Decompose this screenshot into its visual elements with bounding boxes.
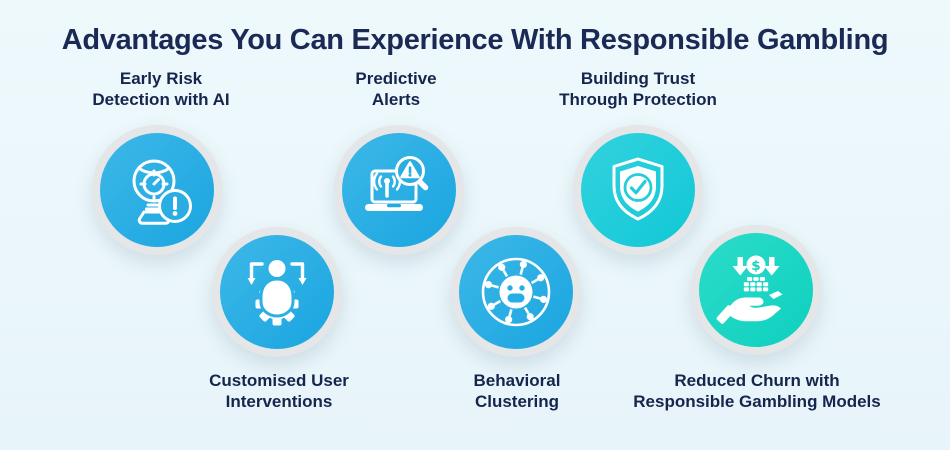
circle-customised-interventions: [220, 235, 334, 349]
circle-early-risk: [100, 133, 214, 247]
label-line: Behavioral: [473, 371, 561, 390]
ai-camera-alert-icon: [132, 159, 192, 225]
circle-building-trust: [581, 133, 695, 247]
label-line: Through Protection: [559, 90, 717, 109]
circle-behavioral-clustering: [459, 235, 573, 349]
label-predictive-alerts: Predictive Alerts: [355, 68, 436, 110]
circle-predictive-alerts: [342, 133, 456, 247]
label-line: Reduced Churn with: [674, 371, 840, 390]
label-line: Predictive: [355, 69, 437, 88]
hand-coins-down-arrows-icon: $: [716, 255, 783, 324]
user-gear-arrows-icon: [247, 260, 307, 326]
laptop-warning-scan-icon: [365, 156, 429, 211]
svg-text:$: $: [751, 258, 760, 274]
label-line: Detection with AI: [92, 90, 230, 109]
medallion-early-risk-detection: [92, 125, 222, 255]
circle-reduced-churn: $: [699, 233, 813, 347]
medallion-behavioral-clustering: [451, 227, 581, 357]
label-line: Responsible Gambling Models: [633, 392, 881, 411]
label-customised-interventions: Customised User Interventions: [209, 370, 349, 412]
medallion-predictive-alerts: [334, 125, 464, 255]
label-line: Building Trust: [580, 69, 696, 88]
label-line: Clustering: [474, 392, 560, 411]
label-building-trust: Building Trust Through Protection: [559, 68, 717, 110]
shield-check-icon: [612, 157, 664, 221]
behavior-cluster-smiley-icon: [481, 257, 551, 327]
label-behavioral-clustering: Behavioral Clustering: [474, 370, 561, 412]
page-title: Advantages You Can Experience With Respo…: [61, 24, 889, 56]
medallion-customised-interventions: [212, 227, 342, 357]
label-reduced-churn: Reduced Churn with Responsible Gambling …: [633, 370, 880, 412]
medallion-building-trust: [573, 125, 703, 255]
label-line: Interventions: [225, 392, 333, 411]
label-early-risk-detection: Early Risk Detection with AI: [92, 68, 229, 110]
label-line: Alerts: [371, 90, 421, 109]
label-line: Early Risk: [119, 69, 203, 88]
label-line: Customised User: [209, 371, 349, 390]
medallion-reduced-churn: $: [691, 225, 821, 355]
